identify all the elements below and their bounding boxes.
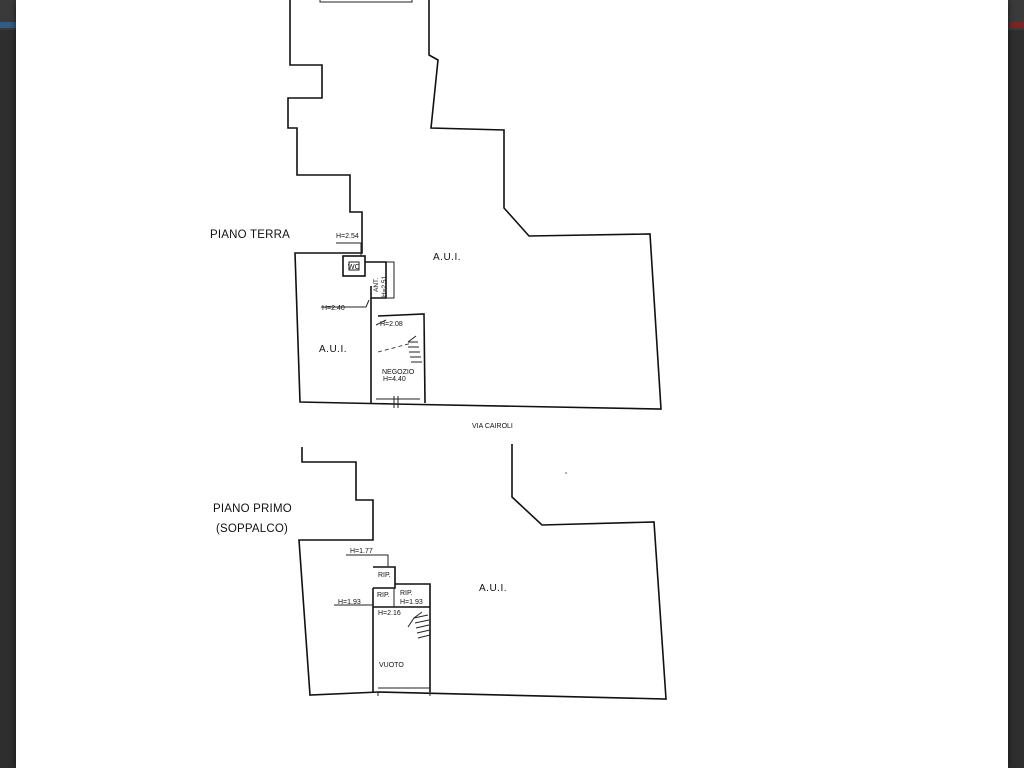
first-aui-main-label: A.U.I. (479, 583, 508, 594)
ground-antibagno-label: ANT. (373, 277, 380, 292)
speck-mark (565, 472, 567, 474)
ground-h-room-label: H=4.40 (383, 376, 406, 383)
first-h-right-label: H=1.93 (400, 599, 423, 606)
first-rip-mid-label: RIP. (377, 592, 390, 599)
viewer-accent-right (1010, 22, 1024, 28)
ground-h-stair-label: H=2.08 (380, 321, 403, 328)
ground-floor-outline (287, 0, 662, 410)
first-h-stair-label: H=2.16 (378, 610, 401, 617)
first-floor-subtitle: (SOPPALCO) (216, 523, 289, 535)
ground-h-ant-label: H=2.51 (381, 275, 388, 297)
first-rip-top-label: RIP. (378, 572, 391, 579)
first-h-top-label: H=1.77 (350, 548, 373, 555)
first-floor-title: PIANO PRIMO (213, 503, 292, 515)
first-rip-right-label: RIP. (400, 590, 413, 597)
ground-wc-label: WC (348, 264, 360, 271)
first-h-left-label: H=1.93 (338, 599, 361, 606)
ground-floor-interior (321, 242, 426, 408)
floor-plan-drawing (287, 0, 667, 700)
ground-aui-left-label: A.U.I. (319, 344, 348, 355)
viewer-accent-left (0, 22, 16, 28)
ground-floor-title: PIANO TERRA (210, 229, 290, 241)
first-floor-outline (298, 444, 667, 700)
first-floor-interior (334, 554, 431, 696)
floor-plan-sheet: PIANO TERRA A.U.I. A.U.I. H=2.54 WC ANT.… (16, 0, 1008, 768)
ground-h-corridor-label: H=2.40 (322, 305, 345, 312)
first-room-label: VUOTO (379, 662, 404, 669)
street-label: VIA CAIROLI (472, 423, 513, 430)
ground-h-wc-label: H=2.54 (336, 233, 359, 240)
ground-aui-main-label: A.U.I. (433, 252, 462, 263)
ground-room-label: NEGOZIO (382, 369, 415, 376)
